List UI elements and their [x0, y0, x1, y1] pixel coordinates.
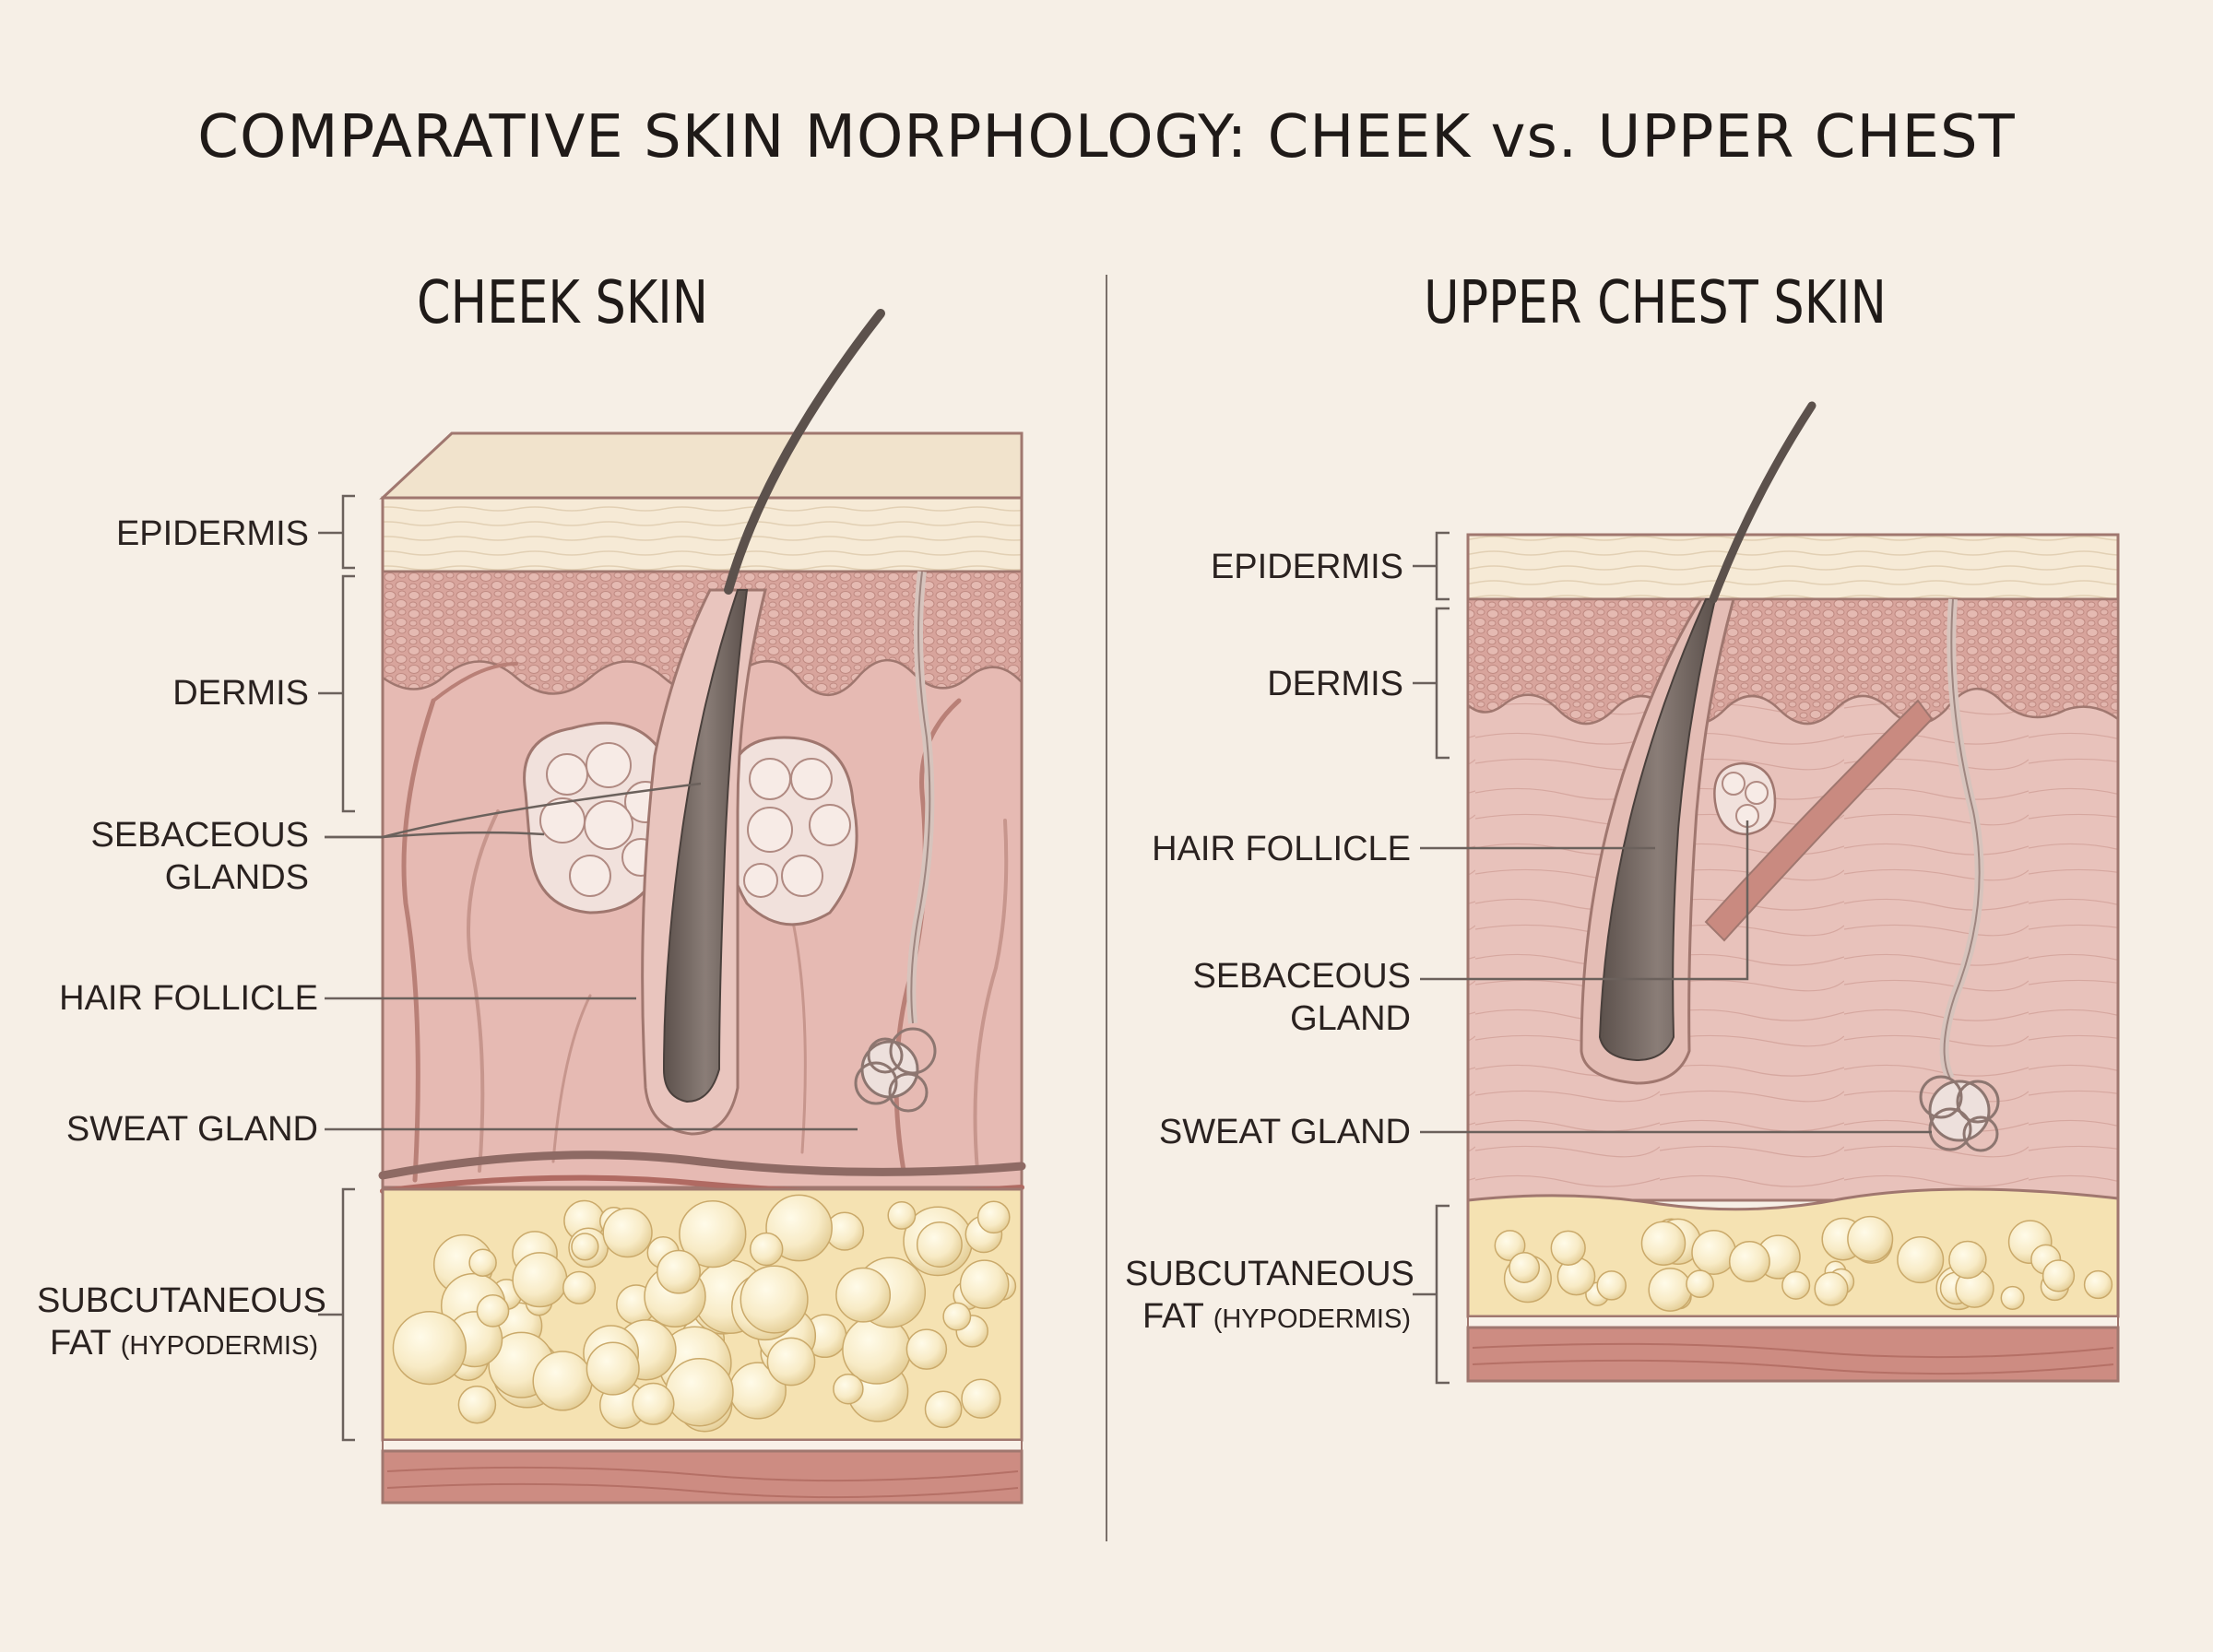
fat-globule — [961, 1378, 1001, 1419]
chest-arrector-pili — [1704, 699, 1934, 942]
chest-fascia — [1467, 1316, 2119, 1328]
cheek-label-sebaceous-line1: SEBACEOUS — [90, 816, 309, 855]
chest-papillary-dermis — [1466, 597, 2120, 726]
fat-globule — [1509, 1252, 1541, 1283]
fat-globule — [976, 1200, 1011, 1234]
cheek-label-hypodermis: (HYPODERMIS) — [120, 1331, 318, 1361]
main-title: COMPARATIVE SKIN MORPHOLOGY: CHEEK vs. U… — [197, 103, 2016, 171]
fat-globule — [1897, 1236, 1945, 1284]
fat-globule — [1494, 1230, 1526, 1262]
cheek-surface-top — [379, 431, 1024, 500]
cheek-sweat-gland — [854, 571, 937, 1113]
chest-annotations — [1413, 531, 1932, 1385]
fat-globule — [887, 1200, 917, 1230]
fat-globule — [602, 1207, 653, 1258]
fat-globule — [835, 1267, 892, 1323]
fat-globule — [2041, 1259, 2076, 1292]
cheek-skin-block — [378, 309, 1026, 1504]
cheek-sebaceous-gland-left — [523, 721, 684, 914]
fat-globule — [457, 1385, 497, 1424]
cheek-muscle — [381, 1449, 1024, 1504]
cheek-epidermis — [381, 496, 1024, 573]
cheek-fat-globules — [392, 1194, 1017, 1433]
fat-globule — [740, 1265, 809, 1334]
cheek-label-sweat-gland: SWEAT GLAND — [65, 1110, 318, 1149]
chest-label-sebaceous-line2: GLAND — [1290, 999, 1411, 1038]
fat-globule — [679, 1199, 747, 1268]
cheek-label-dermis: DERMIS — [172, 674, 309, 713]
fat-globule — [959, 1259, 1010, 1310]
cheek-label-sebaceous-line2: GLANDS — [164, 858, 309, 897]
cheek-sebaceous-gland-right — [725, 736, 858, 926]
cheek-label-fat-line2: FAT (HYPODERMIS) — [37, 1322, 318, 1367]
fat-globule — [586, 1341, 640, 1396]
cheek-annotations — [318, 494, 858, 1442]
cheek-fascia — [382, 1439, 1023, 1452]
chest-hair-follicle — [1580, 401, 1817, 1085]
fat-globule — [1596, 1270, 1627, 1301]
fat-globule — [1728, 1241, 1770, 1282]
fat-globule — [2000, 1285, 2025, 1310]
fat-globule — [657, 1249, 701, 1294]
chest-label-sweat-gland: SWEAT GLAND — [1158, 1113, 1411, 1151]
chest-label-hypodermis: (HYPODERMIS) — [1213, 1304, 1411, 1334]
fat-globule — [1847, 1215, 1894, 1262]
chest-label-fat-word: FAT — [1142, 1297, 1204, 1336]
cheek-label-epidermis: EPIDERMIS — [115, 514, 309, 553]
fat-globule — [765, 1194, 833, 1262]
fat-globule — [532, 1351, 593, 1411]
fat-globule — [2083, 1269, 2113, 1300]
fat-globule — [392, 1310, 467, 1386]
fat-globule — [749, 1232, 784, 1267]
chest-fat-globules — [1494, 1215, 2113, 1312]
cheek-hair-follicle — [641, 309, 885, 1136]
fat-globule — [916, 1221, 963, 1268]
chest-label-fat-line1: SUBCUTANEOUS — [1125, 1255, 1414, 1293]
chest-skin-block — [1466, 401, 2120, 1383]
fat-globule — [905, 1328, 948, 1370]
fat-globule — [1814, 1271, 1849, 1306]
fat-globule — [1640, 1221, 1686, 1266]
fat-globule — [1691, 1230, 1737, 1275]
cheek-label-fat-line1: SUBCUTANEOUS — [37, 1281, 326, 1320]
fat-globule — [476, 1294, 510, 1328]
chest-label-epidermis: EPIDERMIS — [1210, 548, 1403, 586]
fat-globule — [468, 1248, 497, 1277]
fat-globule — [1948, 1240, 1987, 1280]
fat-globule — [1550, 1230, 1586, 1266]
fat-globule — [942, 1302, 972, 1331]
chest-label-dermis: DERMIS — [1267, 665, 1403, 703]
fat-globule — [632, 1382, 675, 1425]
chest-label-hair-follicle: HAIR FOLLICLE — [1152, 830, 1411, 868]
fat-globule — [562, 1270, 597, 1304]
fat-globule — [665, 1357, 734, 1427]
fat-globule — [924, 1390, 963, 1429]
cheek-label-fat-word: FAT — [49, 1324, 112, 1363]
chest-label-fat-line2: FAT (HYPODERMIS) — [1125, 1295, 1411, 1340]
fat-globule — [571, 1233, 599, 1261]
cheek-heading: CHEEK SKIN — [417, 269, 708, 337]
fat-globule — [1648, 1268, 1693, 1312]
fat-globule — [512, 1252, 568, 1308]
chest-label-sebaceous-line1: SEBACEOUS — [1192, 957, 1411, 996]
fat-globule — [1781, 1270, 1811, 1300]
chest-sweat-gland — [1919, 598, 2000, 1152]
chest-epidermis — [1466, 533, 2120, 601]
chest-heading: UPPER CHEST SKIN — [1424, 269, 1887, 337]
cheek-label-hair-follicle: HAIR FOLLICLE — [59, 979, 318, 1018]
fat-globule — [1686, 1269, 1714, 1299]
fat-globule — [766, 1337, 816, 1386]
fat-globule — [833, 1373, 864, 1405]
